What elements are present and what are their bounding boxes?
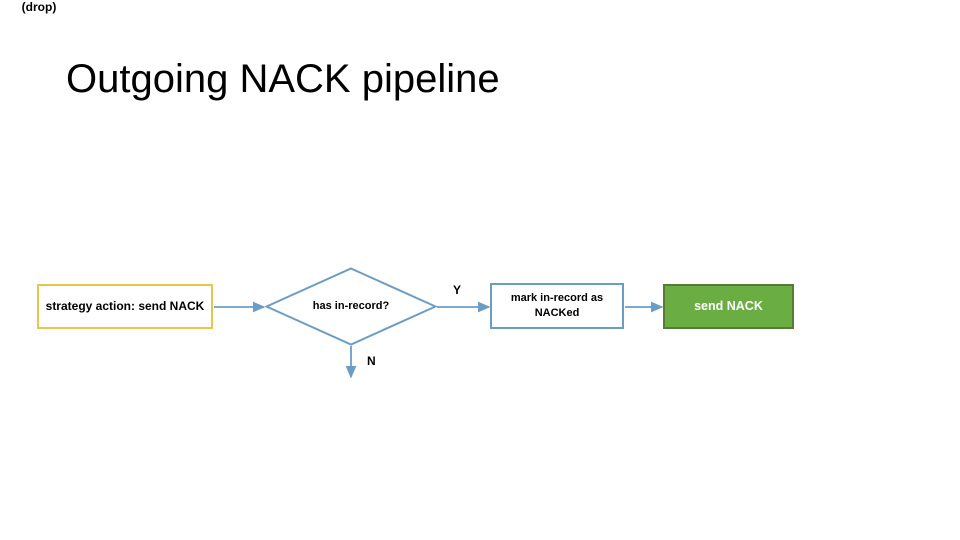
node-decision-has-in-record[interactable]: has in-record?: [265, 267, 437, 346]
node-drop-label: (drop): [21, 0, 57, 14]
node-send-nack-label: send NACK: [694, 299, 763, 314]
node-strategy-action-label: strategy action: send NACK: [45, 299, 205, 314]
node-send-nack[interactable]: send NACK: [663, 284, 794, 329]
node-mark-in-record-label: mark in-record as NACKed: [510, 292, 604, 319]
node-strategy-action[interactable]: strategy action: send NACK: [37, 284, 213, 329]
diamond-shape: [265, 267, 437, 346]
node-decision-label: has in-record?: [312, 299, 390, 312]
edge-label-yes: Y: [453, 283, 462, 297]
edge-label-no: N: [367, 354, 376, 368]
page-title: Outgoing NACK pipeline: [66, 57, 500, 101]
node-mark-in-record[interactable]: mark in-record as NACKed: [490, 283, 624, 329]
